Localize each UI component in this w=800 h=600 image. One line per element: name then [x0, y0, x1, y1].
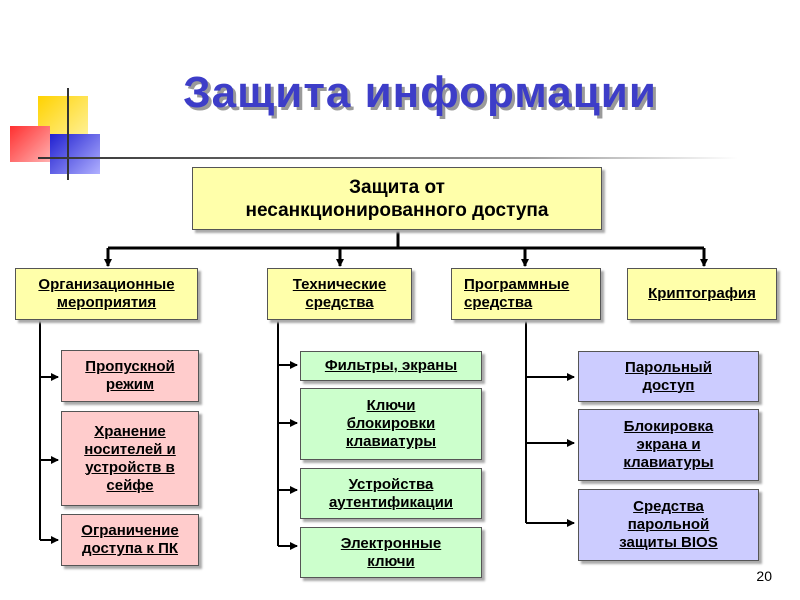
- org-item-2-line-1: Хранение: [94, 422, 166, 440]
- org-item-pc-access: Ограничение доступа к ПК: [61, 514, 199, 566]
- prog-item-2-line-1: Блокировка: [623, 418, 714, 435]
- category-tech-line-1: Технические: [292, 276, 387, 293]
- prog-item-bios-protection: Средства парольной защиты BIOS: [578, 489, 759, 561]
- tech-item-2-line-1: Ключи: [366, 397, 416, 414]
- category-prog: Программные средства: [451, 268, 601, 320]
- prog-item-2-line-3: клавиатуры: [623, 454, 714, 471]
- category-prog-line-1: Программные: [464, 276, 570, 293]
- tech-item-filters: Фильтры, экраны: [300, 351, 482, 381]
- prog-item-password-access: Парольный доступ: [578, 351, 759, 402]
- prog-item-2-line-2: экрана и: [636, 436, 701, 453]
- tech-item-1-line-1: Фильтры, экраны: [324, 357, 458, 374]
- category-org-line-2: мероприятия: [56, 294, 157, 311]
- category-tech-line-2: средства: [305, 294, 374, 311]
- category-crypto: Криптография: [627, 268, 777, 320]
- prog-item-1-line-2: доступ: [642, 376, 695, 394]
- org-item-2-line-3: устройств в: [85, 458, 175, 476]
- tech-item-keyboard-keys: Ключи блокировки клавиатуры: [300, 388, 482, 460]
- decor-squares: [10, 88, 110, 180]
- page-number: 20: [756, 568, 772, 584]
- org-item-3-line-1: Ограничение: [81, 522, 179, 539]
- decor-vertical-line: [67, 88, 69, 180]
- org-item-2-line-4: сейфе: [106, 476, 154, 494]
- category-crypto-label: Криптография: [648, 285, 756, 302]
- org-item-pass-mode: Пропускной режим: [61, 350, 199, 402]
- page-title: Защита информации: [183, 68, 657, 117]
- org-item-1-line-1: Пропускной: [85, 358, 175, 375]
- tech-item-2-line-3: клавиатуры: [345, 433, 437, 450]
- root-line-2: несанкционированного доступа: [245, 199, 549, 221]
- category-prog-line-2: средства: [464, 294, 533, 311]
- prog-item-3-line-3: защиты BIOS: [619, 534, 718, 551]
- category-tech: Технические средства: [267, 268, 412, 320]
- prog-item-1-line-1: Парольный: [625, 358, 712, 376]
- tech-item-electronic-keys: Электронные ключи: [300, 527, 482, 578]
- category-org-line-1: Организационные: [38, 276, 175, 293]
- tech-item-4-line-2: ключи: [367, 552, 415, 570]
- tech-item-3-line-1: Устройства: [348, 475, 434, 493]
- prog-item-3-line-2: парольной: [627, 516, 710, 533]
- root-node: Защита от несанкционированного доступа: [192, 167, 602, 230]
- decor-blue-square: [50, 134, 100, 174]
- category-org: Организационные мероприятия: [15, 268, 198, 320]
- decor-red-square: [10, 126, 50, 162]
- org-item-safe-storage: Хранение носителей и устройств в сейфе: [61, 411, 199, 506]
- org-item-2-line-2: носителей и: [84, 440, 176, 458]
- title-underline: [38, 157, 738, 159]
- org-item-1-line-2: режим: [105, 376, 155, 393]
- root-line-1: Защита от: [349, 176, 445, 198]
- tech-item-3-line-2: аутентификации: [328, 493, 454, 511]
- tech-item-4-line-1: Электронные: [340, 534, 442, 552]
- tech-item-2-line-2: блокировки: [346, 415, 436, 432]
- prog-item-3-line-1: Средства: [633, 498, 704, 515]
- tech-item-auth-devices: Устройства аутентификации: [300, 468, 482, 519]
- org-item-3-line-2: доступа к ПК: [81, 540, 179, 557]
- prog-item-screen-lock: Блокировка экрана и клавиатуры: [578, 409, 759, 481]
